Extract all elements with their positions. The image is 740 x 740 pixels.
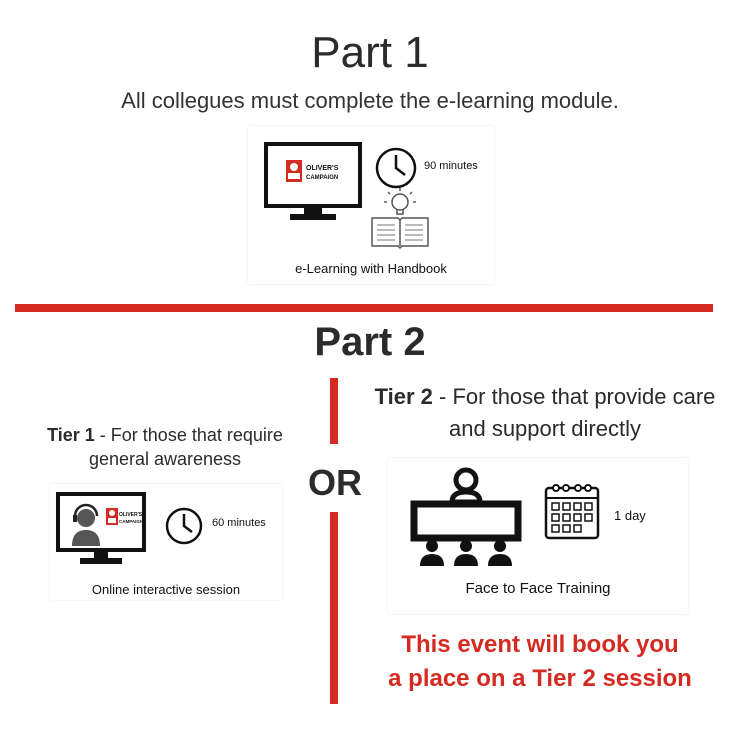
person-headset-icon [72, 503, 100, 546]
tier2-label: Tier 2 [374, 384, 433, 409]
tier1-card: OLIVER'S CAMPAIGN 60 minutes Online inte… [50, 484, 282, 600]
tier1-caption: Online interactive session [91, 582, 241, 597]
tier2-caption: Face to Face Training [465, 580, 611, 597]
part1-duration: 90 minutes [424, 160, 478, 172]
part2-title: Part 2 [314, 320, 426, 364]
tier2-description: - For those that provide care and suppor… [432, 384, 716, 441]
part1-caption: e-Learning with Handbook [295, 261, 447, 276]
classroom-icon [410, 467, 522, 566]
vertical-divider-bottom [330, 512, 338, 704]
tier2-duration: 1 day [614, 508, 646, 523]
vertical-divider-top [330, 378, 338, 444]
logo-line1: OLIVER'S [119, 512, 143, 518]
logo-line2: CAMPAIGN [306, 175, 338, 181]
tier1-duration: 60 minutes [212, 517, 266, 529]
tier2-booking-notice: This event will book you a place on a Ti… [350, 628, 730, 696]
or-label: OR [308, 462, 362, 503]
tier1-heading: Tier 1 - For those that require general … [20, 423, 310, 471]
monitor-headset-icon: OLIVER'S CAMPAIGN [56, 492, 146, 564]
part1-subtitle: All collegues must complete the e-learni… [121, 88, 619, 113]
oliver-logo-icon [106, 508, 118, 525]
section-divider [15, 304, 713, 312]
logo-line2: CAMPAIGN [119, 519, 143, 524]
oliver-logo-icon [286, 160, 302, 182]
tier2-card: 1 day Face to Face Training [388, 458, 688, 614]
part1-title: Part 1 [311, 28, 429, 77]
tier1-label: Tier 1 [47, 425, 95, 445]
notice-line2: a place on a Tier 2 session [388, 665, 692, 692]
calendar-icon [544, 484, 600, 540]
tier1-description: - For those that require general awarene… [88, 425, 283, 469]
clock-icon [375, 147, 417, 189]
notice-line1: This event will book you [401, 631, 679, 658]
clock-icon [165, 507, 203, 545]
logo-line1: OLIVER'S [306, 165, 339, 172]
monitor-icon: OLIVER'S CAMPAIGN [264, 142, 362, 220]
elearning-card: OLIVER'S CAMPAIGN 90 minutes e-Learning … [248, 126, 494, 284]
book-lightbulb-icon [371, 188, 429, 250]
tier2-heading: Tier 2 - For those that provide care and… [372, 381, 718, 445]
